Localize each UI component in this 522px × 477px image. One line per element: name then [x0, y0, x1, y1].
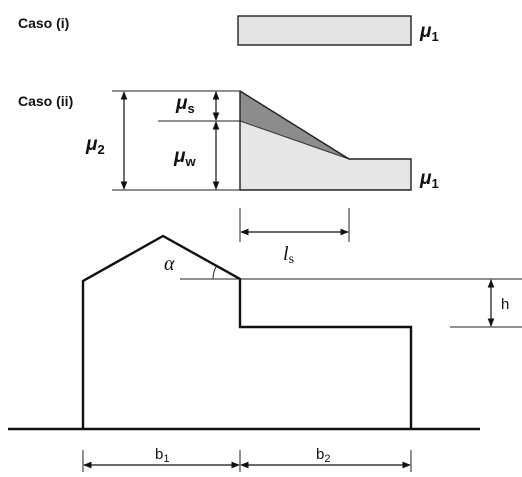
b2-label: b2 [316, 446, 330, 465]
case-i-load-block [237, 15, 412, 46]
alpha-arc [212, 265, 217, 280]
mus-label: μs [175, 93, 195, 116]
case-i-label: Caso (i) [18, 15, 69, 31]
alpha-label: α [164, 253, 175, 275]
case-ii-outline [239, 90, 412, 191]
mu2-label: μ2 [85, 134, 105, 157]
h-label: h [501, 296, 509, 313]
b1-label: b1 [155, 446, 169, 465]
muw-label: μw [173, 146, 196, 169]
case-ii-light-zone [240, 121, 411, 190]
case-ii-label: Caso (ii) [18, 93, 73, 109]
mu1-case-ii-label: μ1 [419, 168, 439, 191]
mu1-case-i-label: μ1 [419, 21, 439, 44]
building-outline [81, 234, 413, 429]
ls-label: ls [283, 243, 294, 267]
